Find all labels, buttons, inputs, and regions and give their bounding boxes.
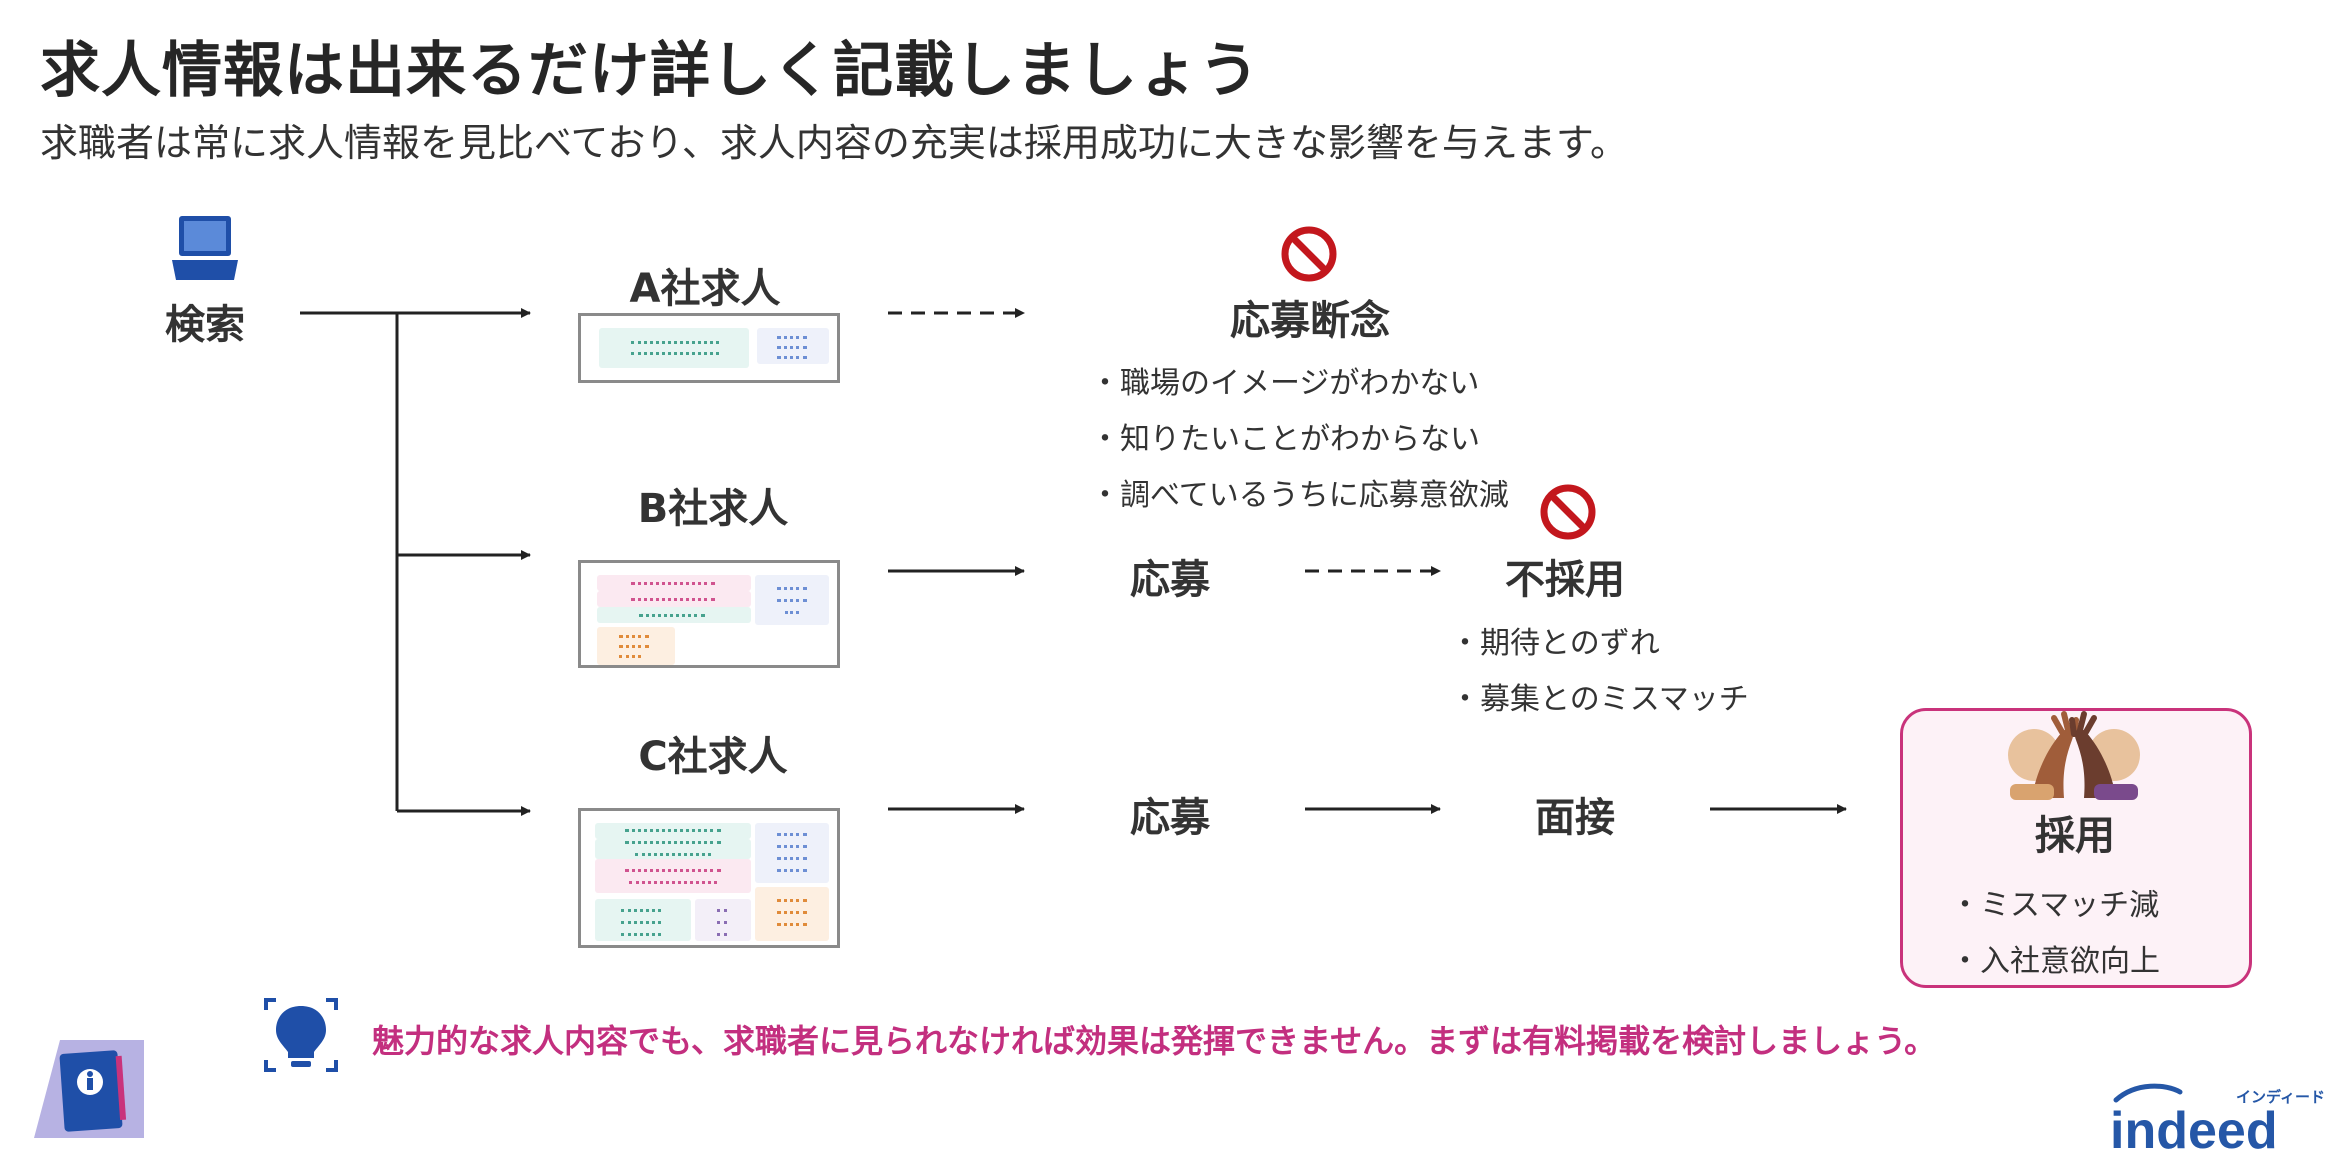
prohibit-icon bbox=[1540, 484, 1596, 540]
svg-text:indeed: indeed bbox=[2110, 1102, 2278, 1160]
result-a-give-up: 応募断念 bbox=[1230, 298, 1390, 344]
reason-a-1: ・職場のイメージがわかない bbox=[1090, 366, 1480, 401]
job-c-card bbox=[578, 808, 840, 948]
laptop-icon bbox=[172, 216, 238, 280]
reason-c-2: ・入社意欲向上 bbox=[1950, 944, 2160, 979]
interview-c: 面接 bbox=[1535, 795, 1615, 841]
page-title: 求人情報は出来るだけ詳しく記載しましょう bbox=[40, 36, 1260, 106]
job-c-label: C社求人 bbox=[638, 734, 788, 780]
page-subtitle: 求職者は常に求人情報を見比べており、求人内容の充実は採用成功に大きな影響を与えま… bbox=[40, 121, 1629, 165]
reason-b-1: ・期待とのずれ bbox=[1450, 626, 1660, 661]
apply-c: 応募 bbox=[1130, 795, 1210, 841]
reason-b-2: ・募集とのミスマッチ bbox=[1450, 682, 1749, 717]
search-label: 検索 bbox=[165, 302, 245, 348]
job-b-label: B社求人 bbox=[637, 486, 789, 532]
reason-a-3: ・調べているうちに応募意欲減 bbox=[1090, 478, 1509, 513]
indeed-logo: indeed インディード bbox=[2110, 1083, 2325, 1160]
result-c-hired: 採用 bbox=[2035, 813, 2115, 859]
apply-b: 応募 bbox=[1130, 557, 1210, 603]
lightbulb-icon bbox=[264, 998, 338, 1072]
job-b-card bbox=[578, 560, 840, 668]
job-a-text-block bbox=[599, 328, 749, 368]
job-a-card bbox=[578, 313, 840, 383]
result-b-rejected: 不採用 bbox=[1505, 557, 1625, 603]
tip-text: 魅力的な求人内容でも、求職者に見られなければ効果は発揮できません。まずは有料掲載… bbox=[372, 1022, 1937, 1060]
svg-text:インディード: インディード bbox=[2236, 1088, 2325, 1106]
reason-a-2: ・知りたいことがわからない bbox=[1090, 422, 1480, 457]
high-five-icon bbox=[2008, 711, 2140, 800]
reason-c-1: ・ミスマッチ減 bbox=[1950, 888, 2160, 923]
notebook-info-icon bbox=[34, 1040, 144, 1138]
job-a-label: A社求人 bbox=[629, 266, 781, 312]
hire-result-box bbox=[1900, 708, 2252, 988]
prohibit-icon bbox=[1281, 226, 1337, 282]
